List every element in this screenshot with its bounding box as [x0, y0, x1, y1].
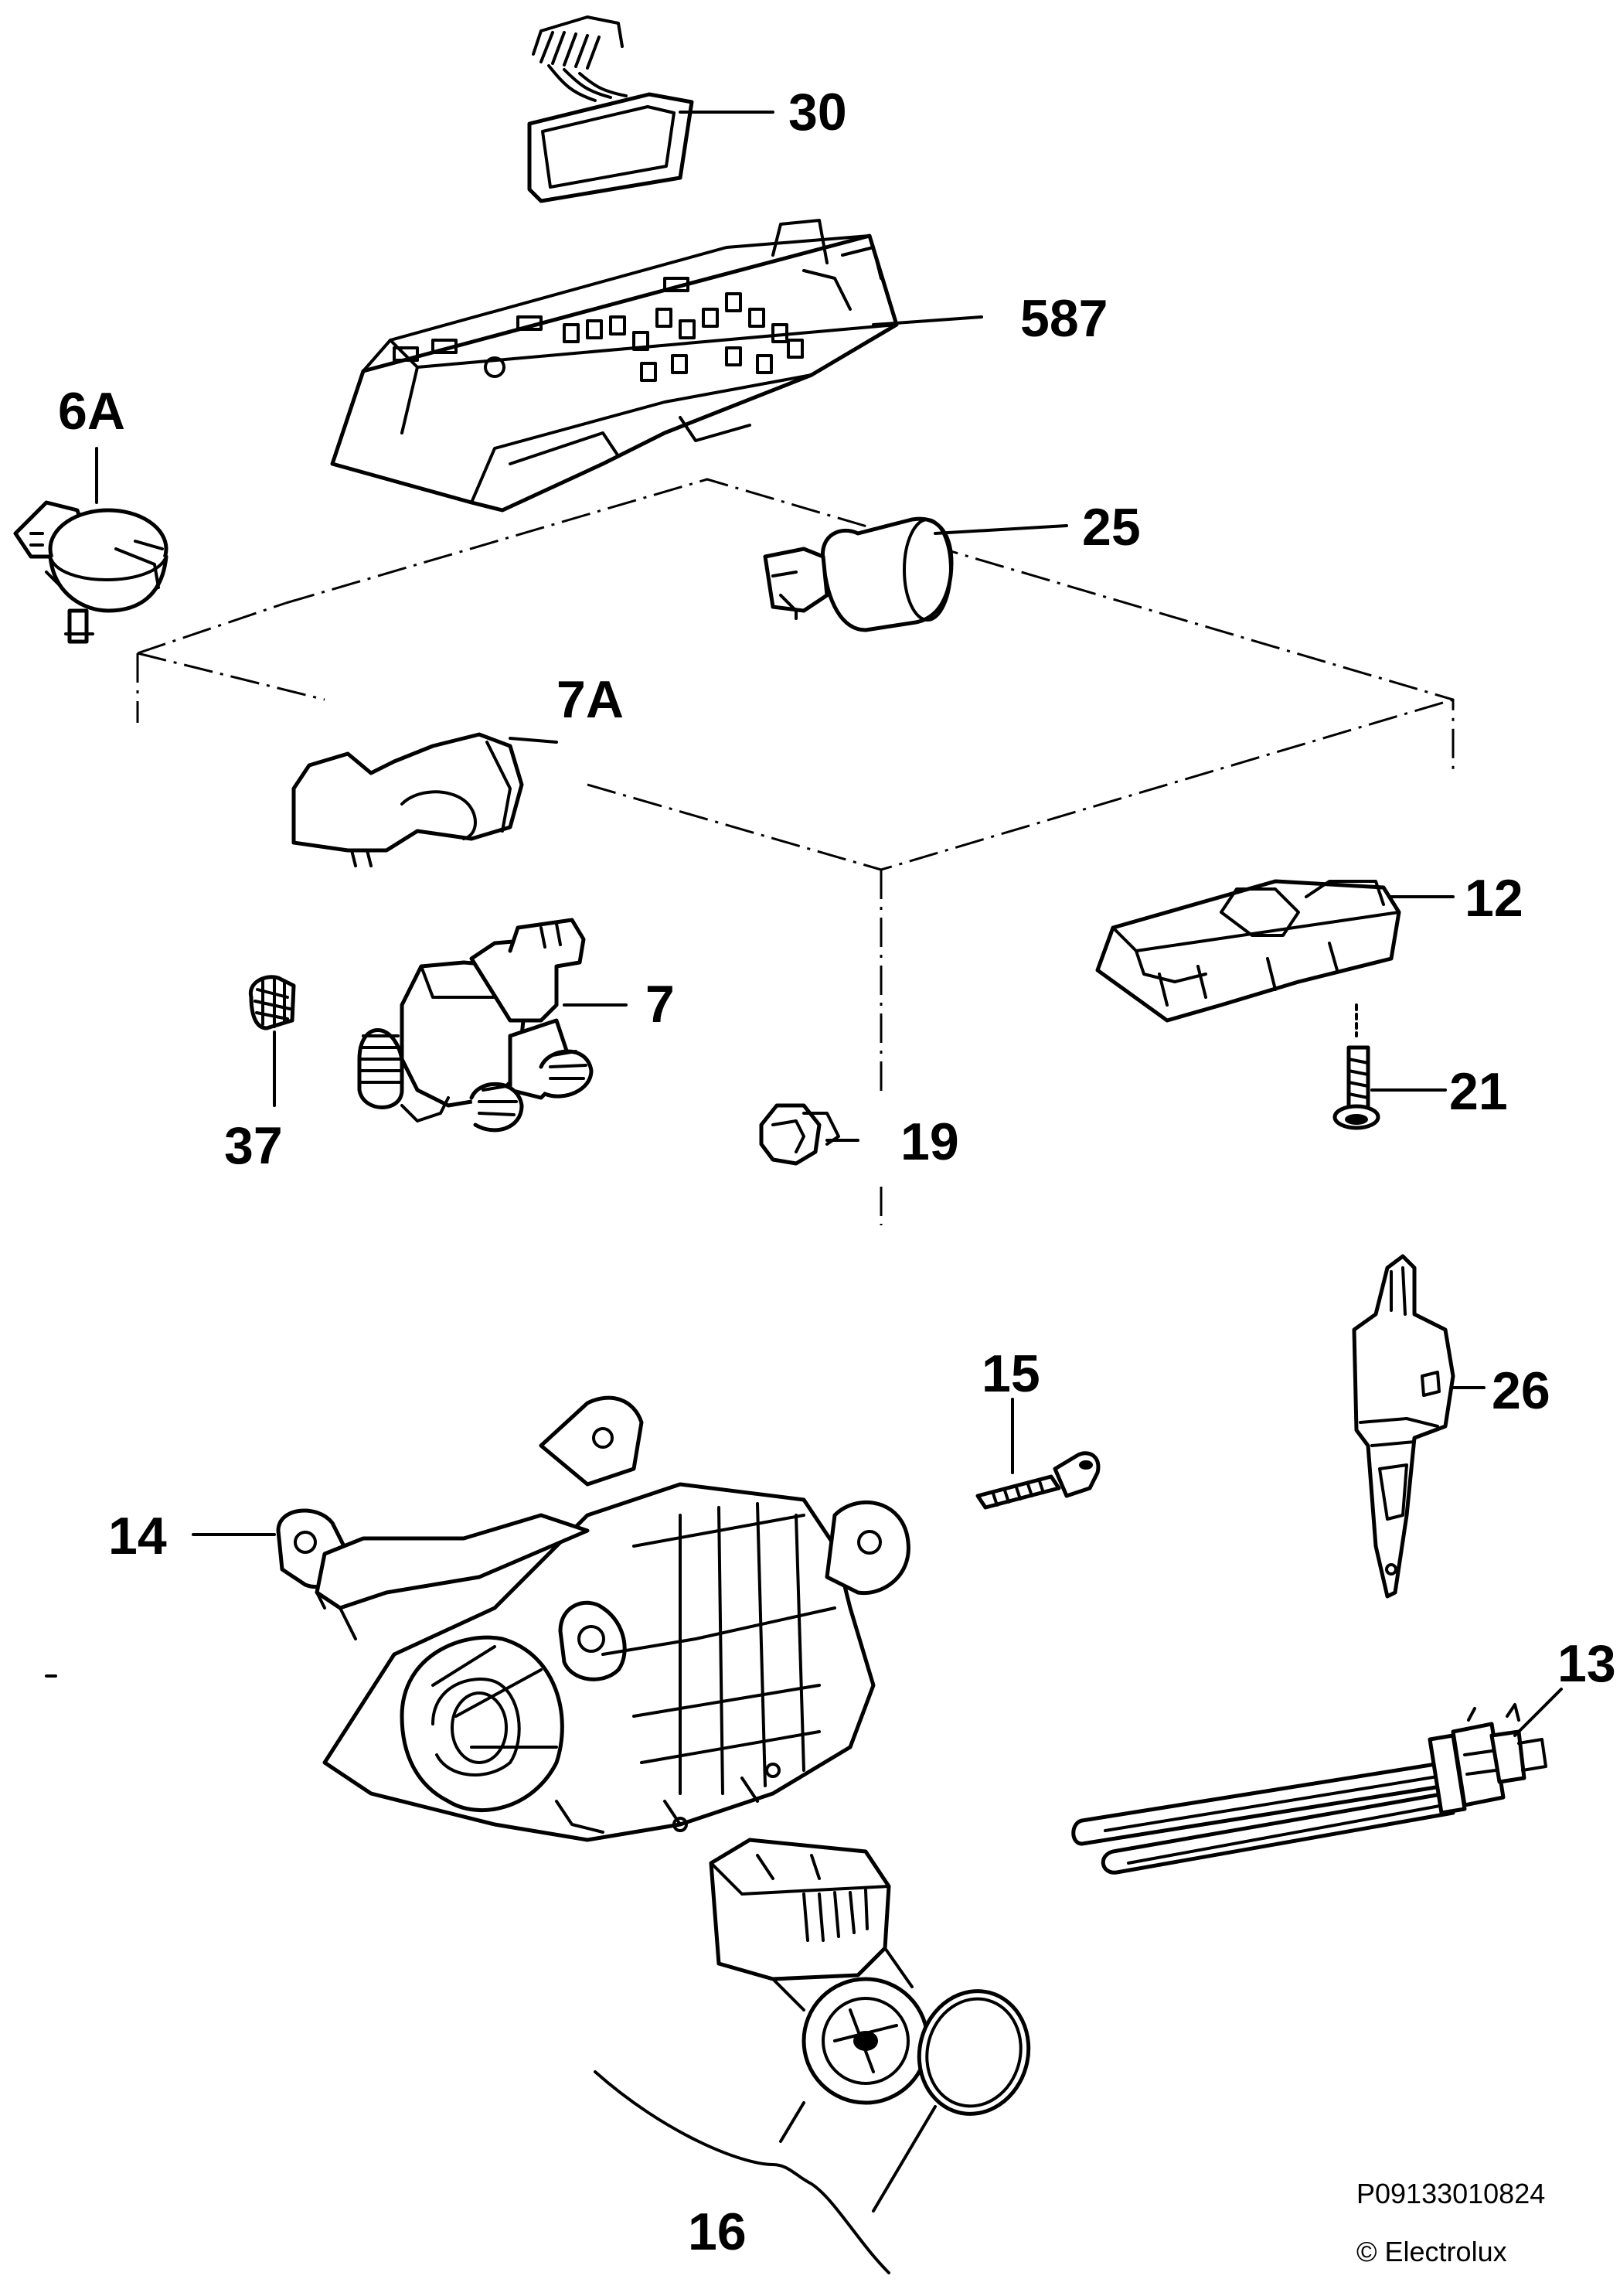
callout-7: 7 [645, 975, 675, 1034]
part-587-control-module [330, 219, 899, 513]
callout-12: 12 [1465, 869, 1523, 928]
part-25-capacitor [763, 516, 954, 632]
part-14-motor [276, 1395, 910, 1842]
part-13-heating-element [1071, 1703, 1547, 1875]
part-15-screw [975, 1451, 1101, 1510]
assembly-frame [136, 478, 1455, 1225]
leader-lines [95, 111, 1563, 2213]
callout-21: 21 [1449, 1062, 1508, 1121]
callout-labels: 30 587 6A 25 7A 12 7 37 21 19 15 26 14 1… [58, 83, 1616, 2261]
callout-14: 14 [108, 1507, 167, 1565]
callout-15: 15 [982, 1344, 1040, 1403]
callout-19: 19 [900, 1112, 959, 1171]
part-7-inlet-valve [357, 918, 594, 1133]
part-16-drain-pump [594, 1838, 1031, 2274]
callout-6A: 6A [58, 382, 125, 441]
part-26-door-lock [1352, 1254, 1455, 1599]
part-30-ribbon-cable [527, 15, 694, 203]
part-12-relay [1095, 879, 1401, 1023]
part-37-filter [248, 975, 296, 1030]
callout-7A: 7A [556, 670, 624, 729]
callout-25: 25 [1082, 498, 1141, 557]
callout-16: 16 [688, 2202, 747, 2261]
part-19-clip [759, 1103, 840, 1166]
part-7A-bracket [291, 732, 524, 867]
callout-37: 37 [224, 1116, 283, 1175]
drawing-code: P09133010824 [1356, 2178, 1545, 2209]
part-6A-pressure-switch [13, 500, 168, 644]
callout-26: 26 [1492, 1361, 1550, 1420]
callout-587: 587 [1020, 289, 1108, 348]
callout-30: 30 [788, 83, 847, 141]
copyright-notice: © Electrolux [1356, 2236, 1507, 2267]
callout-13: 13 [1557, 1634, 1616, 1693]
part-21-screw [1332, 1003, 1380, 1130]
module-components [393, 277, 804, 382]
